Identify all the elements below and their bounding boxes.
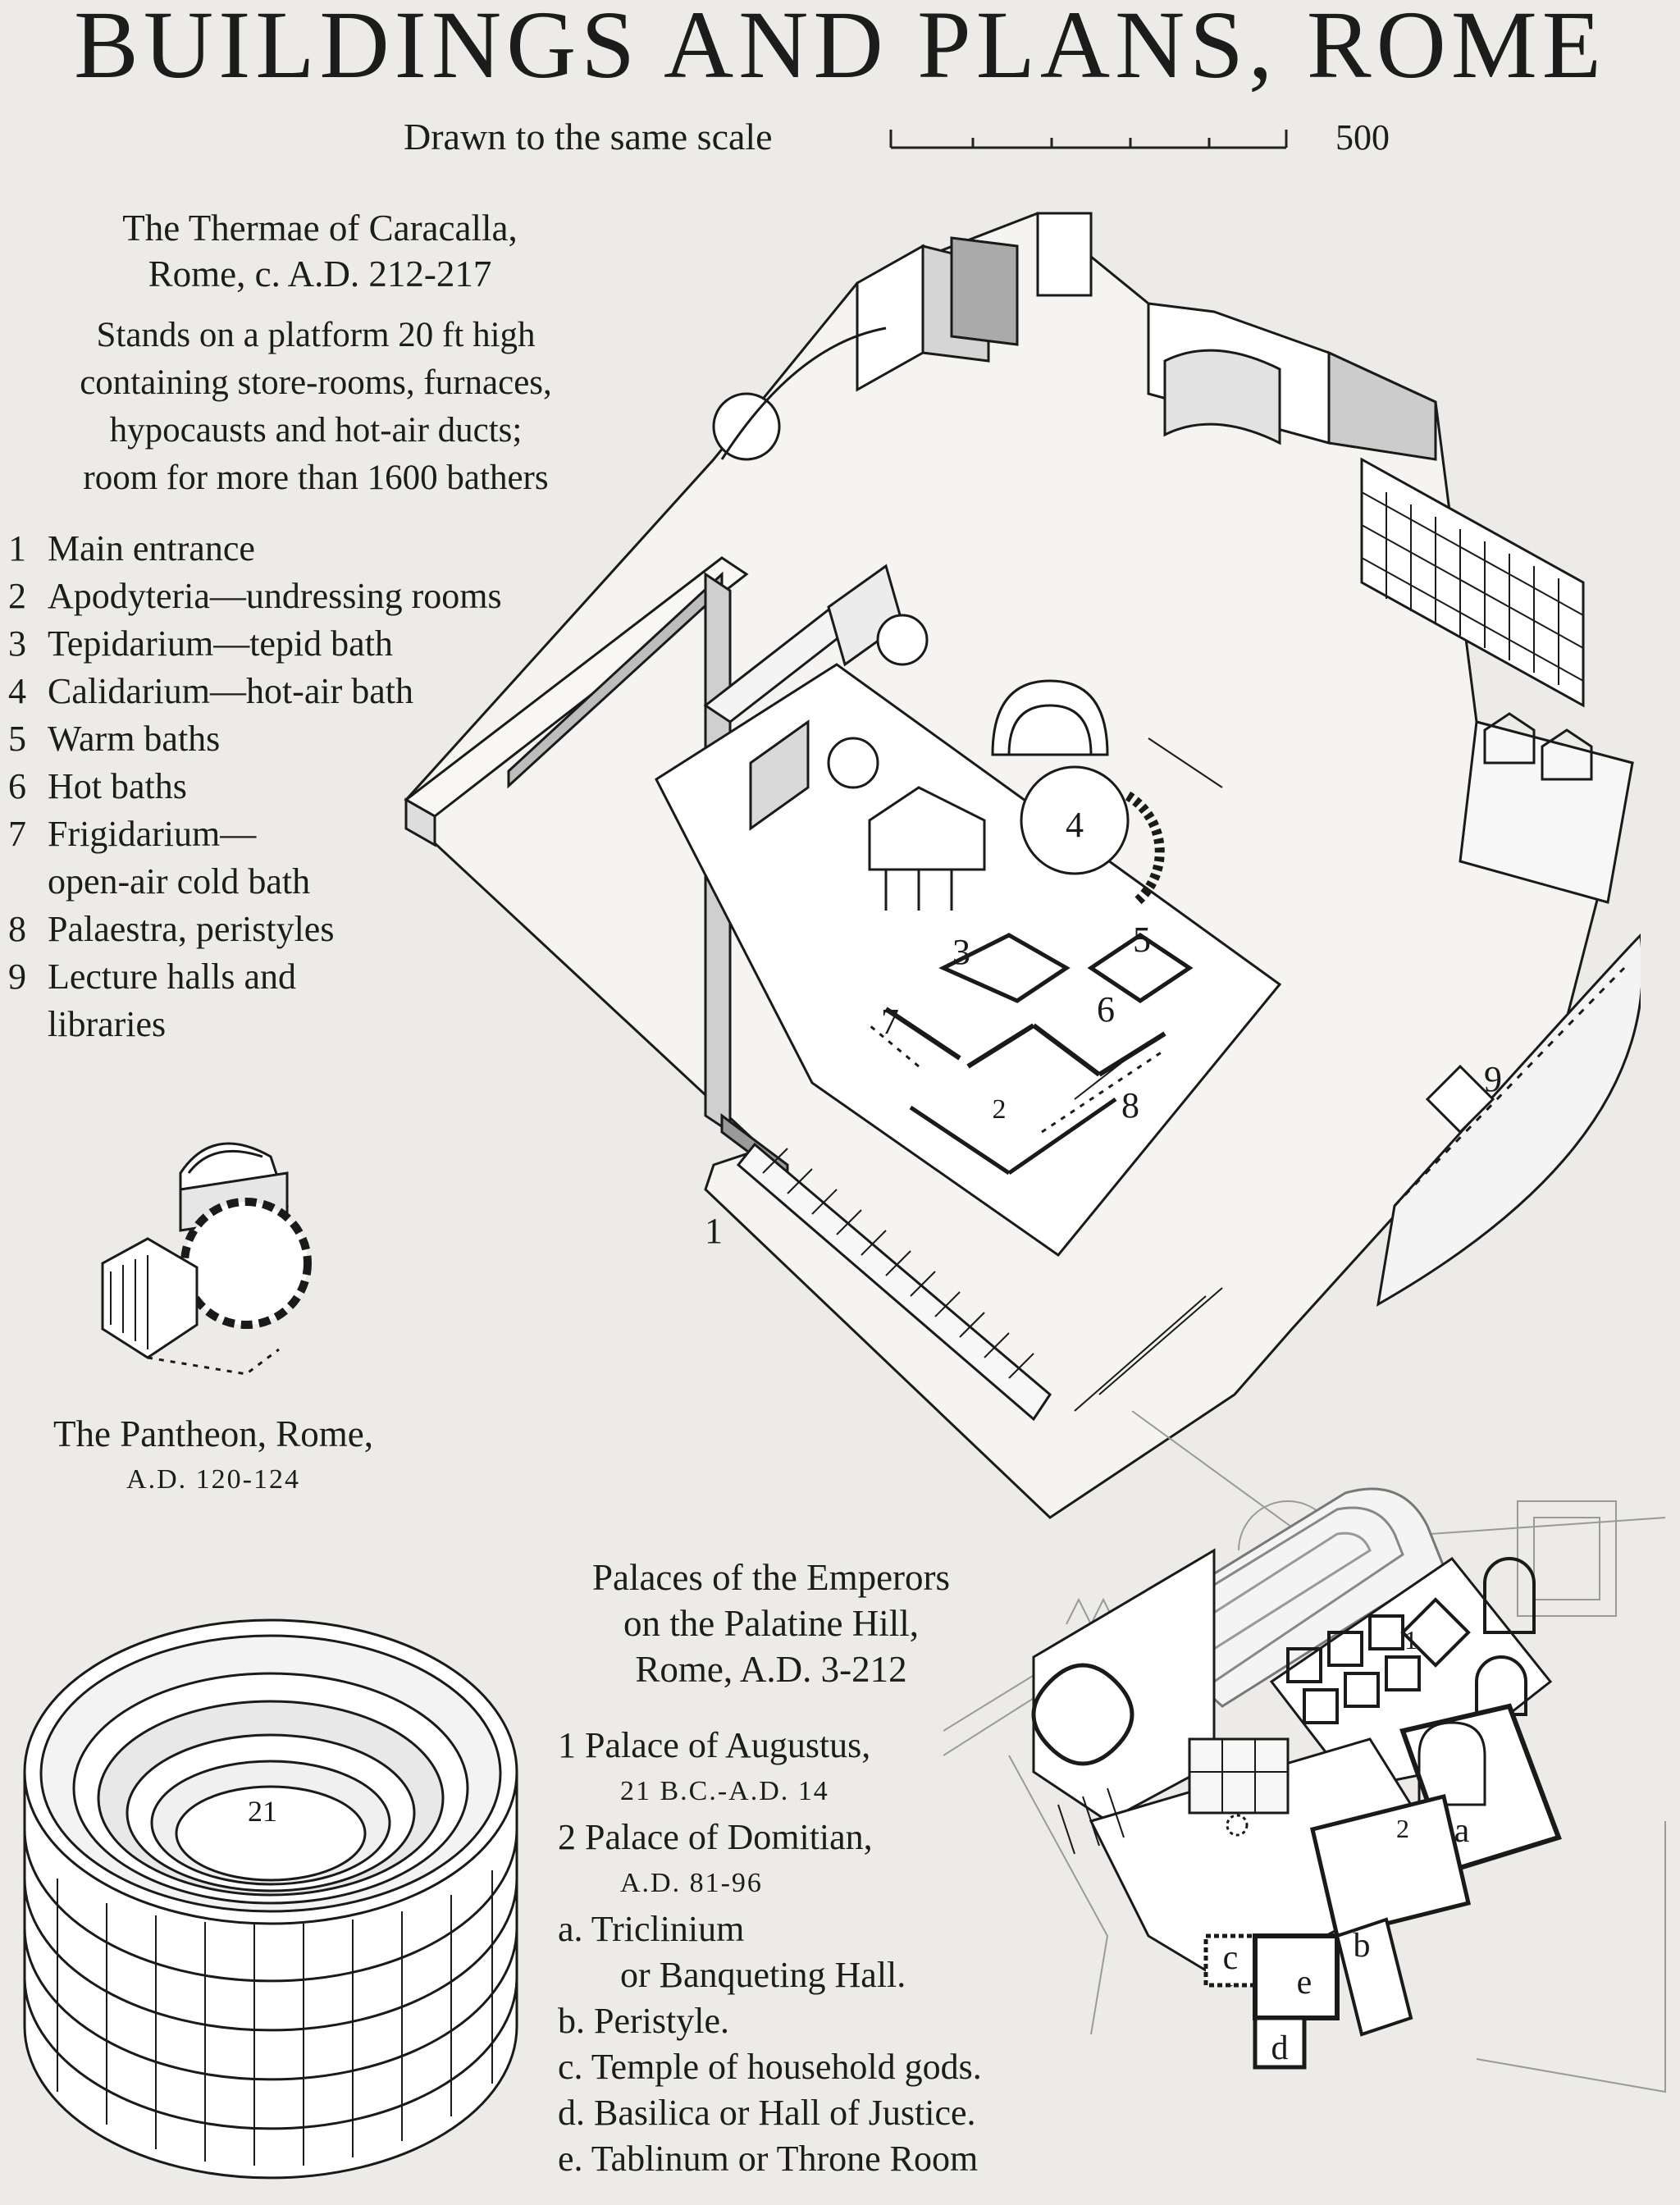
key-item: 7 Frigidarium— xyxy=(8,810,632,858)
key-text: Warm baths xyxy=(48,719,221,759)
thermae-plan-label: 3 xyxy=(952,932,970,972)
key-number: 2 xyxy=(8,576,26,616)
thermae-desc-line: Stands on a platform 20 ft high xyxy=(96,316,536,354)
key-item: 2 Apodyteria—undressing rooms xyxy=(8,573,632,620)
palatine-plan-label: a xyxy=(1454,1812,1470,1850)
key-number: 4 xyxy=(8,671,26,711)
key-item: 1 Palace of Augustus, xyxy=(558,1725,871,1765)
palatine-title-line: Rome, A.D. 3-212 xyxy=(635,1649,907,1690)
palatine-plan-label: d xyxy=(1271,2029,1289,2067)
thermae-description: Stands on a platform 20 ft high containi… xyxy=(8,312,623,502)
key-item: d. Basilica or Hall of Justice. xyxy=(558,2093,976,2133)
key-number xyxy=(8,1001,48,1048)
key-item: 9 Lecture halls and xyxy=(8,953,632,1001)
pantheon-caption-line2: A.D. 120-124 xyxy=(126,1464,300,1495)
thermae-plan-label: 7 xyxy=(881,1002,899,1042)
key-number xyxy=(8,858,48,906)
key-item: or Banqueting Hall. xyxy=(620,1955,906,1995)
key-text: libraries xyxy=(48,1004,167,1044)
key-number: 6 xyxy=(8,766,26,806)
palatine-title-line: on the Palatine Hill, xyxy=(623,1603,919,1644)
key-item: libraries xyxy=(8,1001,632,1048)
key-item: 21 B.C.-A.D. 14 xyxy=(620,1776,829,1806)
thermae-plan-label: 9 xyxy=(1484,1059,1502,1099)
key-text: Main entrance xyxy=(48,528,255,568)
thermae-desc-line: containing store-rooms, furnaces, xyxy=(80,363,552,402)
thermae-title-line2: Rome, c. A.D. 212-217 xyxy=(148,253,492,294)
key-item: 6 Hot baths xyxy=(8,763,632,810)
key-text: Lecture halls and xyxy=(48,956,296,997)
pantheon-drawing xyxy=(101,1142,312,1376)
key-text: open-air cold bath xyxy=(48,861,311,902)
key-item: e. Tablinum or Throne Room xyxy=(558,2139,979,2179)
thermae-plan-drawing: 1 2 3 4 5 6 7 8 9 xyxy=(404,212,1641,1519)
key-item: 5 Warm baths xyxy=(8,715,632,763)
key-item: 4 Calidarium—hot-air bath xyxy=(8,668,632,715)
key-item: 1 Main entrance xyxy=(8,525,632,573)
key-text: Hot baths xyxy=(48,766,187,806)
scale-bar xyxy=(889,130,1288,149)
thermae-plan-label: 6 xyxy=(1097,989,1115,1029)
pantheon-caption-line1: The Pantheon, Rome, xyxy=(53,1413,373,1454)
colosseum-label: 21 xyxy=(248,1795,277,1828)
key-number: 3 xyxy=(8,623,26,664)
key-item: 2 Palace of Domitian, xyxy=(558,1817,873,1857)
key-item: b. Peristyle. xyxy=(558,2001,729,2041)
pantheon-caption: The Pantheon, Rome, A.D. 120-124 xyxy=(8,1411,418,1503)
key-item: open-air cold bath xyxy=(8,858,632,906)
colosseum-drawing: 21 xyxy=(23,1618,518,2180)
key-item: 8 Palaestra, peristyles xyxy=(8,906,632,953)
key-number: 5 xyxy=(8,719,26,759)
thermae-title-line1: The Thermae of Caracalla, xyxy=(122,208,518,249)
palatine-plan-label: c xyxy=(1223,1939,1239,1977)
page-title: BUILDINGS AND PLANS, ROME xyxy=(74,0,1606,98)
thermae-plan-label: 4 xyxy=(1066,805,1084,845)
thermae-desc-line: hypocausts and hot-air ducts; xyxy=(109,411,523,450)
thermae-key-list: 1 Main entrance 2 Apodyteria—undressing ro… xyxy=(8,525,632,1048)
palatine-plan-label: 2 xyxy=(1396,1814,1409,1843)
key-text: Palaestra, peristyles xyxy=(48,909,335,949)
palatine-plan-label: 1 xyxy=(1404,1625,1418,1655)
key-item: 3 Tepidarium—tepid bath xyxy=(8,620,632,668)
key-text: Tepidarium—tepid bath xyxy=(48,623,393,664)
palatine-plan-label: e xyxy=(1297,1964,1312,2002)
key-text: Frigidarium— xyxy=(48,814,257,854)
thermae-desc-line: room for more than 1600 bathers xyxy=(83,459,549,497)
palatine-plan-label: b xyxy=(1354,1927,1371,1965)
palatine-plan-drawing: 1 2 a b c d e xyxy=(943,1411,1666,2093)
key-item: c. Temple of household gods. xyxy=(558,2047,982,2087)
palatine-key-list: 1 Palace of Augustus, 21 B.C.-A.D. 14 2 … xyxy=(558,1723,1214,2182)
scale-value: 500 xyxy=(1335,117,1390,158)
key-text: Apodyteria—undressing rooms xyxy=(48,576,502,616)
scale-label: Drawn to the same scale xyxy=(404,116,773,158)
thermae-plan-label: 2 xyxy=(993,1094,1007,1125)
palatine-title-line: Palaces of the Emperors xyxy=(591,1557,951,1598)
thermae-plan-label: 8 xyxy=(1121,1085,1139,1125)
key-number: 9 xyxy=(8,956,26,997)
thermae-plan-label: 1 xyxy=(705,1211,723,1251)
key-number: 7 xyxy=(8,814,26,854)
key-number: 8 xyxy=(8,909,26,949)
key-item: A.D. 81-96 xyxy=(620,1868,763,1898)
key-number: 1 xyxy=(8,528,26,568)
palatine-title: Palaces of the Emperors on the Palatine … xyxy=(525,1554,1017,1692)
thermae-plan-label: 5 xyxy=(1133,920,1151,960)
thermae-title: The Thermae of Caracalla, Rome, c. A.D. … xyxy=(33,205,607,297)
key-item: a. Triclinium xyxy=(558,1909,745,1949)
key-text: Calidarium—hot-air bath xyxy=(48,671,413,711)
